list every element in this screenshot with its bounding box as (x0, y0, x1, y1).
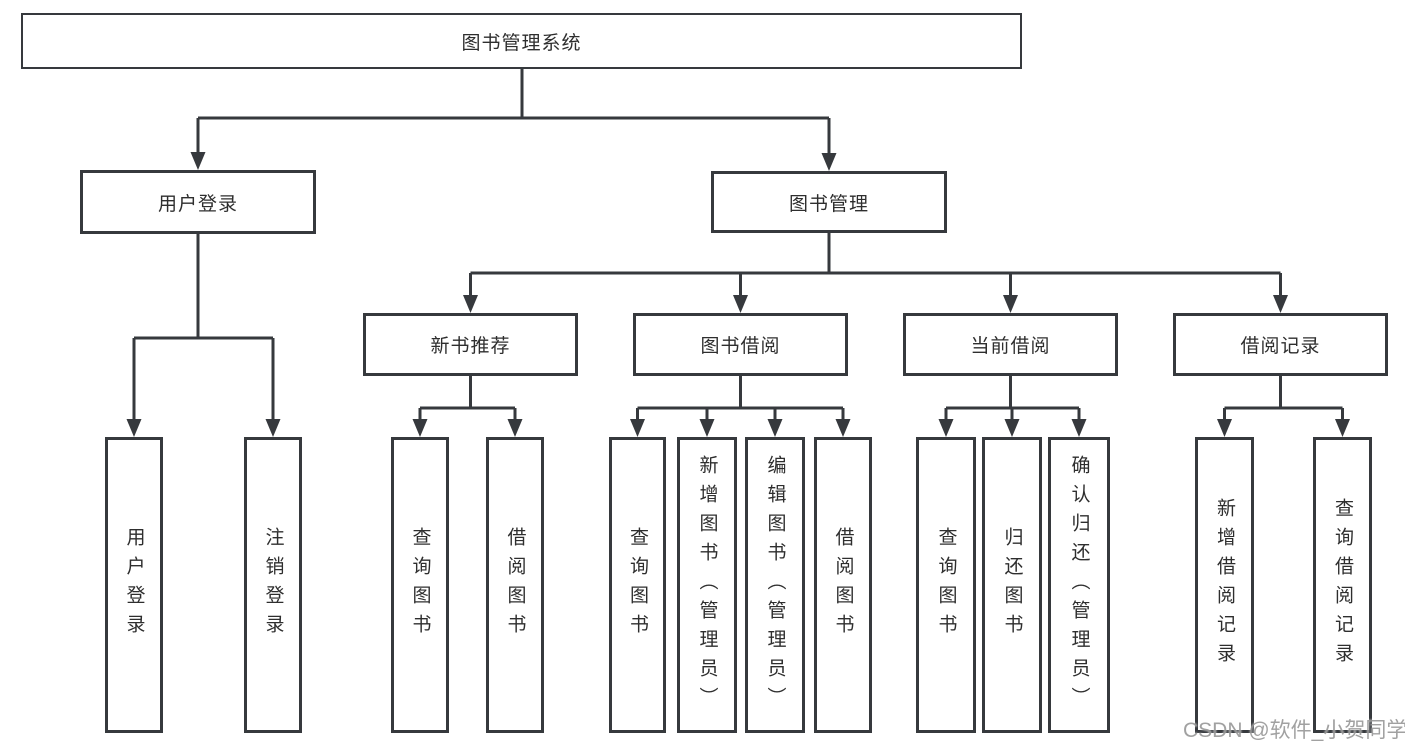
leaf-return-books-label: 归还图书 (1001, 527, 1023, 643)
leaf-logout: 注销登录 (244, 437, 302, 733)
leaf-add-borrow-record: 新增借阅记录 (1195, 437, 1254, 733)
node-book-borrow-label: 图书借阅 (700, 336, 781, 357)
leaf-confirm-return-admin: 确认归还（管理员） (1048, 437, 1110, 733)
node-book-borrow: 图书借阅 (633, 313, 848, 376)
leaf-borrow-books-1-label: 借阅图书 (504, 527, 526, 643)
leaf-query-borrow-record: 查询借阅记录 (1313, 437, 1372, 733)
node-new-book-recommend-label: 新书推荐 (430, 336, 511, 357)
leaf-add-borrow-record-label: 新增借阅记录 (1214, 498, 1235, 672)
node-root: 图书管理系统 (21, 13, 1022, 69)
node-current-borrow: 当前借阅 (903, 313, 1118, 376)
node-user-login: 用户登录 (80, 170, 316, 234)
leaf-borrow-books-1: 借阅图书 (486, 437, 544, 733)
leaf-edit-books-admin-label: 编辑图书（管理员） (764, 454, 786, 716)
leaf-borrow-books-2-label: 借阅图书 (832, 527, 854, 643)
leaf-query-books-1-label: 查询图书 (409, 527, 431, 643)
node-new-book-recommend: 新书推荐 (363, 313, 578, 376)
node-borrow-records: 借阅记录 (1173, 313, 1388, 376)
node-root-label: 图书管理系统 (461, 32, 582, 54)
watermark: CSDN @软件_小贺同学 (1183, 719, 1405, 742)
leaf-return-books: 归还图书 (982, 437, 1042, 733)
leaf-confirm-return-admin-label: 确认归还（管理员） (1068, 454, 1090, 716)
leaf-edit-books-admin: 编辑图书（管理员） (745, 437, 805, 733)
leaf-borrow-books-2: 借阅图书 (814, 437, 872, 733)
leaf-add-books-admin-label: 新增图书（管理员） (696, 454, 718, 716)
leaf-query-borrow-record-label: 查询借阅记录 (1332, 498, 1353, 672)
leaf-query-books-2: 查询图书 (609, 437, 666, 733)
leaf-query-books-3: 查询图书 (916, 437, 976, 733)
node-book-management-label: 图书管理 (788, 193, 869, 215)
node-book-management: 图书管理 (711, 171, 947, 233)
leaf-logout-label: 注销登录 (262, 527, 284, 643)
node-borrow-records-label: 借阅记录 (1240, 336, 1321, 357)
leaf-query-books-1: 查询图书 (391, 437, 449, 733)
leaf-query-books-3-label: 查询图书 (935, 527, 957, 643)
node-current-borrow-label: 当前借阅 (970, 336, 1051, 357)
connector-paths (132, 69, 1344, 420)
leaf-query-books-2-label: 查询图书 (627, 527, 648, 643)
leaf-user-login-label: 用户登录 (123, 527, 145, 643)
leaf-user-login: 用户登录 (105, 437, 163, 733)
node-user-login-label: 用户登录 (157, 193, 238, 215)
leaf-add-books-admin: 新增图书（管理员） (677, 437, 737, 733)
arrow-heads (126, 152, 1350, 437)
